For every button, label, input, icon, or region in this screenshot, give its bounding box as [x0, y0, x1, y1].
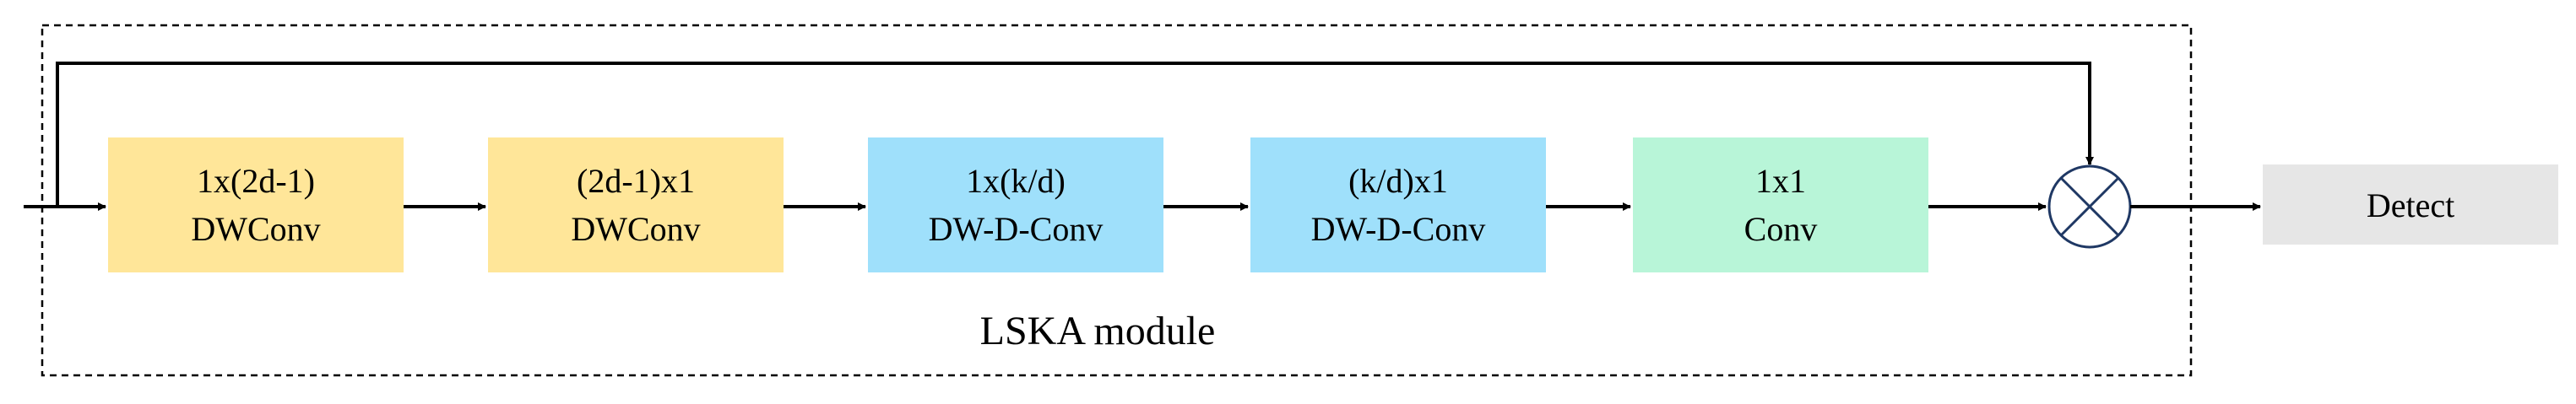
block-1-line1: 1x(2d-1) — [197, 162, 315, 200]
block-2-box — [488, 137, 784, 272]
detect-label: Detect — [2367, 186, 2454, 224]
block-4-box — [1250, 137, 1546, 272]
block-5-box — [1633, 137, 1928, 272]
block-4-line1: (k/d)x1 — [1348, 162, 1448, 200]
block-2dx1-dwconv: (2d-1)x1 DWConv — [488, 137, 784, 272]
block-3-box — [868, 137, 1163, 272]
block-1x1-conv: 1x1 Conv — [1633, 137, 1928, 272]
multiply-icon — [2047, 164, 2132, 249]
block-1xkd-dwdconv: 1x(k/d) DW-D-Conv — [868, 137, 1163, 272]
skip-connection — [56, 62, 2094, 207]
block-2-line1: (2d-1)x1 — [577, 162, 695, 200]
block-1x2d-dwconv: 1x(2d-1) DWConv — [108, 137, 404, 272]
lska-module-label: LSKA module — [980, 309, 1216, 353]
block-2-line2: DWConv — [571, 210, 700, 248]
block-3-line1: 1x(k/d) — [966, 162, 1066, 200]
block-1-box — [108, 137, 404, 272]
block-kdx1-dwdconv: (k/d)x1 DW-D-Conv — [1250, 137, 1546, 272]
lska-module-boundary — [41, 24, 2193, 377]
block-4-line2: DW-D-Conv — [1311, 210, 1486, 248]
block-3-line2: DW-D-Conv — [929, 210, 1104, 248]
block-5-line2: Conv — [1744, 210, 1818, 248]
block-5-line1: 1x1 — [1755, 162, 1806, 200]
block-1-line2: DWConv — [191, 210, 320, 248]
detect-block: Detect — [2263, 164, 2558, 245]
detect-box — [2263, 164, 2558, 245]
